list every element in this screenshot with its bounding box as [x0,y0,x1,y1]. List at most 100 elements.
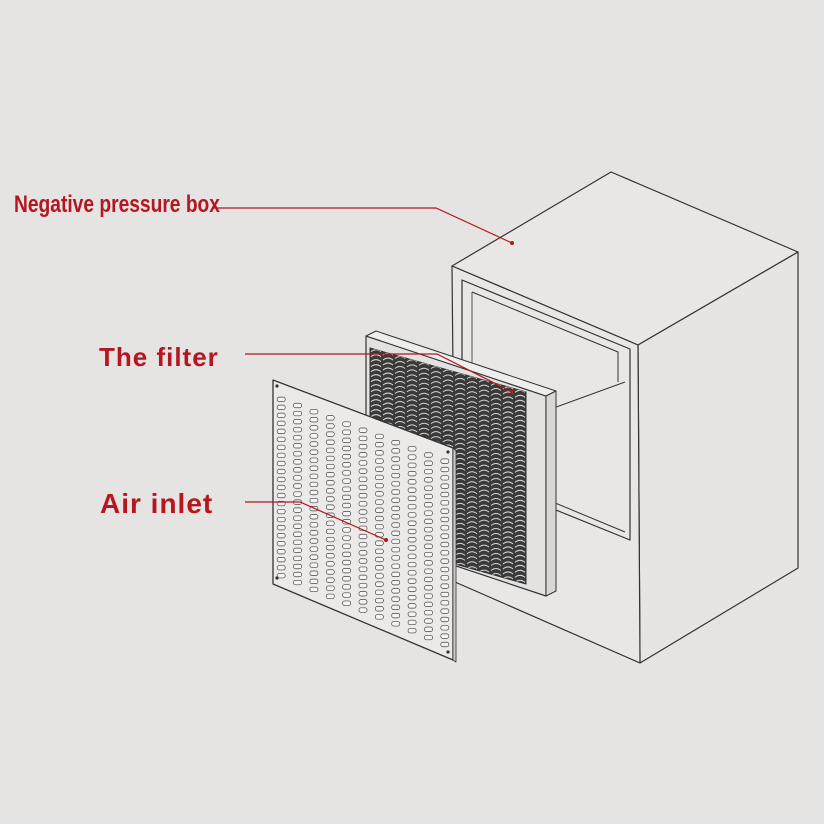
grille-slot [342,559,351,566]
grille-slot [325,569,335,575]
grille-slot [325,439,335,445]
filter-rail-bottom [547,499,626,533]
grille-slot [293,531,302,537]
grille-slot [309,562,319,568]
grille-slot [276,541,286,547]
grille-slot [309,578,319,584]
grille-slot [424,485,433,491]
grille-slot [293,539,302,545]
grille-slot [293,579,302,586]
grille-slot [391,505,401,512]
grille-slot [407,586,417,592]
grille-slot [276,452,286,459]
grille-slot [325,553,335,559]
leader-air-inlet [245,501,387,541]
grille-slot [391,580,401,586]
grille-slot [424,518,433,524]
grille-slot [424,568,433,574]
grille-slot [440,633,450,639]
grille-slot [424,626,433,632]
grille-slot [375,483,384,489]
grille-slot [293,523,302,529]
grille-slot [391,538,401,545]
grille-slot [440,458,450,464]
grille-slot [325,472,335,478]
grille-slot [358,452,368,458]
grille-slot [407,611,417,617]
filter-rail-top [547,381,626,411]
grille-slot [276,557,286,563]
grille-slot [342,470,351,476]
grille-slot [309,441,319,447]
grille-slot [407,628,417,634]
grille-slot [407,537,417,543]
grille-slot [293,402,302,409]
grille-slot [424,477,433,483]
grille-slot [424,510,433,516]
grille-slot [342,543,351,549]
grille-slot [407,454,417,460]
grille-slot [276,484,286,491]
grille-slot [325,536,335,543]
grille-slot [293,410,302,417]
leader-dot [384,538,388,542]
grille-slot [358,501,368,507]
grille-slot [391,464,401,470]
grille-plate-edge [452,447,457,663]
grille-slot [358,509,368,515]
grille-slot [440,608,450,614]
grille-slot [407,570,417,576]
grille-slot [342,527,351,533]
grille-slot [325,585,335,591]
label-filter: The filter [99,342,219,372]
grille-slot [358,582,368,589]
grille-slot [358,550,368,556]
grille-slot [342,576,351,582]
grille-slot [325,447,335,453]
grille-slot [358,558,368,564]
grille-slot [358,435,368,442]
grille-slot [325,528,335,535]
grille-slot [375,606,384,612]
grille-slot [293,419,302,425]
grille-slot [407,545,417,551]
grille-slot [375,450,384,456]
grille-slot [440,533,450,539]
grille-slot [440,558,450,564]
grille-slot [309,457,319,463]
grille-slot [293,547,302,553]
grille-slot [276,573,286,579]
grille-slot [342,429,351,435]
filter-frame-side [545,390,557,597]
grille-slot [293,491,302,497]
grille-slot [325,496,335,502]
leader-dot [510,390,514,394]
grille-slot [391,514,401,520]
grille-slot [342,478,351,484]
grille-slot [358,591,368,597]
grille-slot [424,527,433,533]
grille-slot [375,433,384,440]
grille-slot [407,471,417,477]
grille-slot [276,549,286,555]
grille-slot [375,573,384,579]
grille-slot [407,512,417,518]
grille-slot [391,547,401,553]
grille-slot [358,542,368,548]
grille-slot [342,511,351,517]
grille-slot [358,493,368,499]
grille-slot [309,417,319,423]
grille-slot [309,425,319,431]
grille-slot [391,596,401,602]
grille-slot [309,497,319,504]
grille-slot [358,484,368,491]
grille-slot [440,591,450,598]
grille-slot [325,455,335,462]
screw-hole [275,576,279,580]
grille-slot [440,525,450,531]
screw-hole [446,450,450,454]
grille-slot [391,588,401,594]
grille-slot [391,497,401,503]
grille-slot [309,546,319,552]
